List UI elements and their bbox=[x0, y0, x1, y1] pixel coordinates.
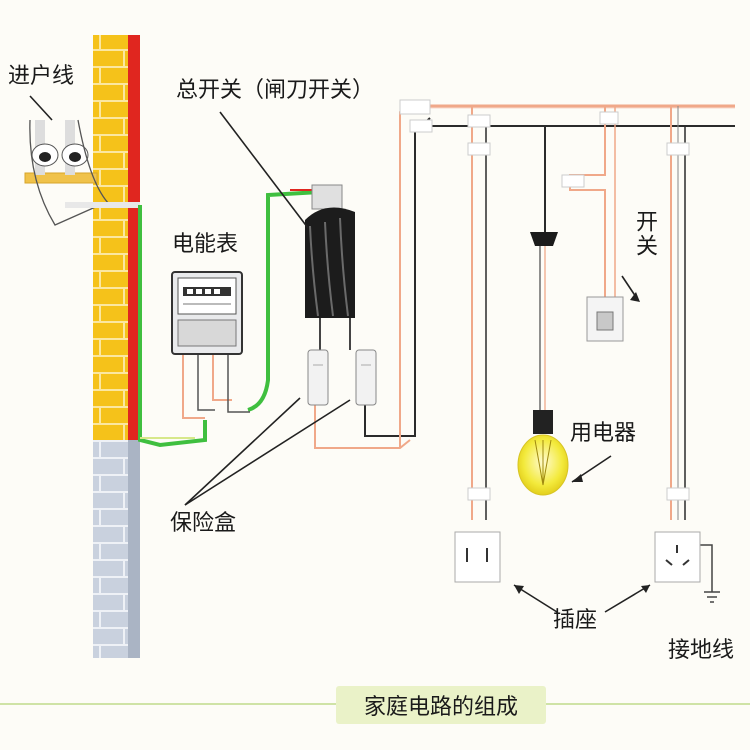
label-appliance: 用电器 bbox=[570, 421, 637, 446]
fuse-boxes bbox=[307, 349, 377, 406]
label-switch: 开关 bbox=[632, 210, 657, 258]
arrowheads bbox=[514, 292, 650, 594]
label-main-switch: 总开关（闸刀开关） bbox=[176, 78, 375, 103]
service-line-bracket bbox=[24, 119, 140, 226]
label-fuse-box: 保险盒 bbox=[170, 511, 237, 536]
brick-wall bbox=[93, 35, 140, 658]
main-knife-switch bbox=[305, 184, 355, 318]
label-service-line: 进户线 bbox=[8, 64, 75, 89]
wall-switch bbox=[586, 296, 624, 342]
wiring bbox=[138, 99, 735, 603]
socket-right bbox=[654, 531, 701, 583]
label-meter: 电能表 bbox=[172, 232, 239, 257]
lamp bbox=[517, 232, 569, 496]
diagram-caption: 家庭电路的组成 bbox=[336, 686, 546, 724]
label-socket: 插座 bbox=[553, 608, 598, 633]
socket-left bbox=[454, 531, 501, 583]
electric-meter bbox=[171, 271, 243, 355]
label-ground-wire: 接地线 bbox=[668, 638, 735, 663]
